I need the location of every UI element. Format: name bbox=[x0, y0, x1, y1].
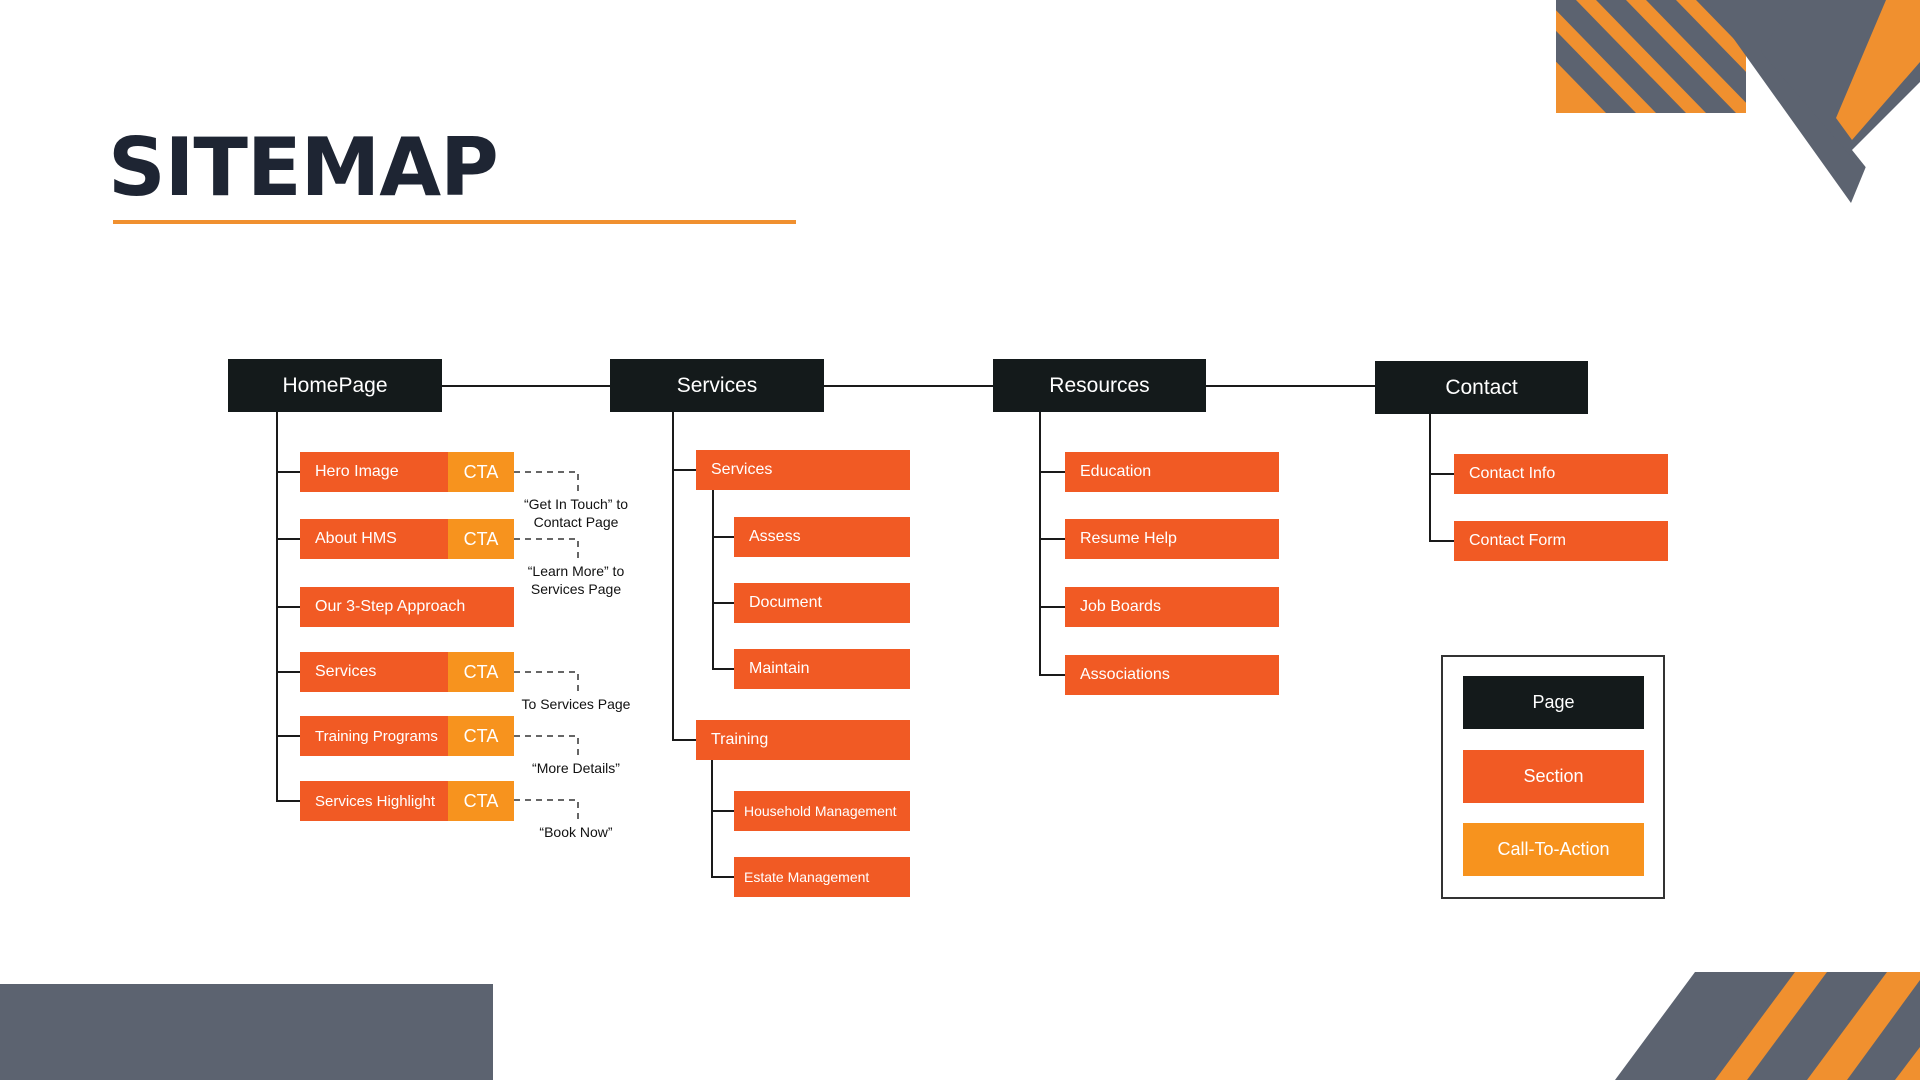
services-subsection-maintain: Maintain bbox=[734, 649, 910, 689]
resources-section-associations: Associations bbox=[1065, 655, 1279, 695]
homepage-section-training-programs: Training Programs bbox=[300, 716, 448, 756]
cta-note-learn-more: “Learn More” to Services Page bbox=[527, 563, 625, 597]
cta-note-get-in-touch: “Get In Touch” to Contact Page bbox=[523, 496, 628, 530]
resources-section-job-boards: Job Boards bbox=[1065, 587, 1279, 627]
homepage-section-hero-image: Hero Image bbox=[300, 452, 448, 492]
resources-section-resume-help: Resume Help bbox=[1065, 519, 1279, 559]
services-subsection-document: Document bbox=[734, 583, 910, 623]
resources-section-education: Education bbox=[1065, 452, 1279, 492]
contact-section-contact-info: Contact Info bbox=[1454, 454, 1668, 494]
training-subsection-estate-management: Estate Management bbox=[734, 857, 910, 897]
homepage-section-3-step-approach: Our 3-Step Approach bbox=[300, 587, 514, 627]
homepage-section-about-hms: About HMS bbox=[300, 519, 448, 559]
cta-services-highlight: CTA bbox=[448, 781, 514, 821]
cta-hero-image: CTA bbox=[448, 452, 514, 492]
page-title: SITEMAP bbox=[108, 121, 499, 214]
bottom-left-gray-bar bbox=[0, 984, 493, 1080]
page-resources: Resources bbox=[993, 359, 1206, 412]
legend-section: Section bbox=[1463, 750, 1644, 803]
training-subsection-household-management: Household Management bbox=[734, 791, 910, 831]
cta-note-to-services-page: To Services Page bbox=[521, 696, 631, 712]
cta-about-hms: CTA bbox=[448, 519, 514, 559]
services-subsection-assess: Assess bbox=[734, 517, 910, 557]
legend-call-to-action: Call-To-Action bbox=[1463, 823, 1644, 876]
homepage-section-services: Services bbox=[300, 652, 448, 692]
contact-section-contact-form: Contact Form bbox=[1454, 521, 1668, 561]
services-section-services: Services bbox=[696, 450, 910, 490]
homepage-section-services-highlight: Services Highlight bbox=[300, 781, 448, 821]
legend bbox=[1441, 655, 1665, 899]
top-right-decoration bbox=[1556, 0, 1920, 203]
legend-page: Page bbox=[1463, 676, 1644, 729]
title-underline bbox=[113, 220, 796, 224]
cta-note-book-now: “Book Now” bbox=[539, 824, 613, 840]
page-homepage: HomePage bbox=[228, 359, 442, 412]
cta-note-more-details: “More Details” bbox=[532, 760, 620, 776]
bottom-right-decoration bbox=[1615, 972, 1920, 1080]
page-services: Services bbox=[610, 359, 824, 412]
page-contact: Contact bbox=[1375, 361, 1588, 414]
services-section-training: Training bbox=[696, 720, 910, 760]
cta-training-programs: CTA bbox=[448, 716, 514, 756]
cta-services: CTA bbox=[448, 652, 514, 692]
